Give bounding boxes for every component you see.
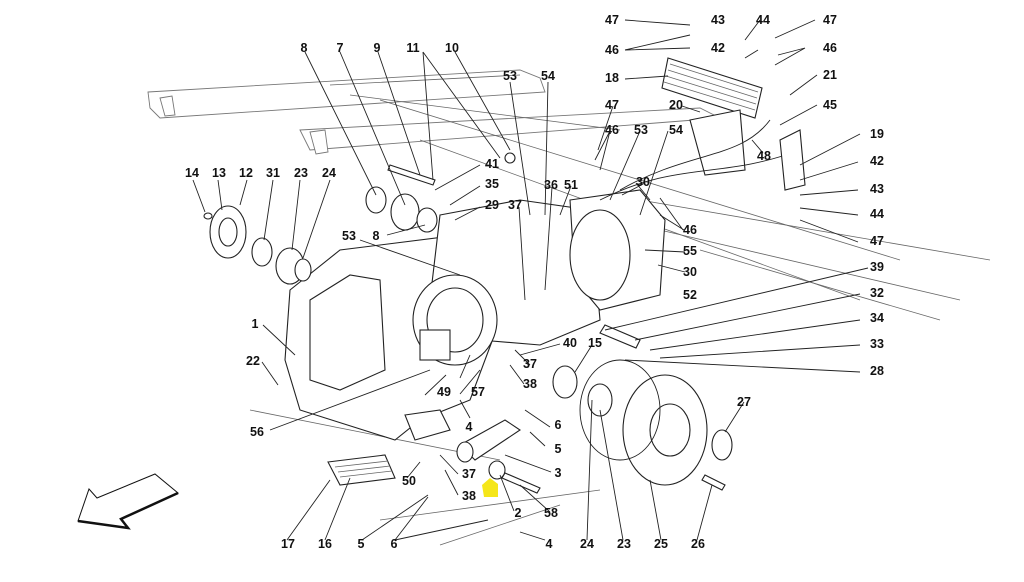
callout-4: 4 (466, 420, 473, 434)
callout-55: 55 (683, 244, 697, 258)
callout-31: 31 (266, 166, 280, 180)
rear-cover (552, 324, 733, 491)
callout-43: 43 (711, 13, 725, 27)
callout-35: 35 (485, 177, 499, 191)
callout-45: 45 (823, 98, 837, 112)
callout-47: 47 (605, 13, 619, 27)
callout-26: 26 (691, 537, 705, 551)
arrow-left-down-icon (77, 473, 179, 530)
highlight-marker[interactable] (482, 478, 498, 497)
callout-25: 25 (654, 537, 668, 551)
callout-1: 1 (252, 317, 259, 331)
callout-49: 49 (437, 385, 451, 399)
callout-46: 46 (823, 41, 837, 55)
callout-17: 17 (281, 537, 295, 551)
callout-50: 50 (402, 474, 416, 488)
callout-47: 47 (870, 234, 884, 248)
callout-46: 46 (605, 43, 619, 57)
callout-3: 3 (555, 466, 562, 480)
callout-18: 18 (605, 71, 619, 85)
callout-30: 30 (636, 175, 650, 189)
callout-39: 39 (870, 260, 884, 274)
input-seal-stack (203, 205, 312, 285)
oil-cooler (599, 57, 806, 201)
callout-8: 8 (373, 229, 380, 243)
gearbox-housing (284, 189, 666, 441)
callout-9: 9 (374, 41, 381, 55)
callout-13: 13 (212, 166, 226, 180)
callout-46: 46 (605, 123, 619, 137)
callout-19: 19 (870, 127, 884, 141)
callout-12: 12 (239, 166, 253, 180)
callout-33: 33 (870, 337, 884, 351)
callout-2: 2 (515, 506, 522, 520)
callout-47: 47 (605, 98, 619, 112)
callout-57: 57 (471, 385, 485, 399)
leader-lines (192, 19, 869, 541)
callout-42: 42 (870, 154, 884, 168)
callout-24: 24 (322, 166, 336, 180)
callout-58: 58 (544, 506, 558, 520)
callout-54: 54 (541, 69, 555, 83)
callout-42: 42 (711, 41, 725, 55)
callout-6: 6 (555, 418, 562, 432)
callout-15: 15 (588, 336, 602, 350)
callout-41: 41 (485, 157, 499, 171)
callout-34: 34 (870, 311, 884, 325)
callout-20: 20 (669, 98, 683, 112)
callout-21: 21 (823, 68, 837, 82)
callout-7: 7 (337, 41, 344, 55)
callout-37: 37 (462, 467, 476, 481)
callout-8: 8 (301, 41, 308, 55)
callout-36: 36 (544, 178, 558, 192)
callout-52: 52 (683, 288, 697, 302)
callout-37: 37 (523, 357, 537, 371)
callout-32: 32 (870, 286, 884, 300)
callout-14: 14 (185, 166, 199, 180)
callout-53: 53 (634, 123, 648, 137)
callout-53: 53 (342, 229, 356, 243)
callout-5: 5 (555, 442, 562, 456)
callout-30: 30 (683, 265, 697, 279)
callout-16: 16 (318, 537, 332, 551)
callout-38: 38 (523, 377, 537, 391)
callout-44: 44 (756, 13, 770, 27)
callout-27: 27 (737, 395, 751, 409)
callout-22: 22 (246, 354, 260, 368)
callout-5: 5 (358, 537, 365, 551)
callout-23: 23 (617, 537, 631, 551)
callout-46: 46 (683, 223, 697, 237)
callout-11: 11 (406, 41, 419, 55)
callout-23: 23 (294, 166, 308, 180)
callout-44: 44 (870, 207, 884, 221)
callout-48: 48 (757, 149, 771, 163)
callout-56: 56 (250, 425, 264, 439)
callout-40: 40 (563, 336, 577, 350)
callout-4: 4 (546, 537, 553, 551)
callout-47: 47 (823, 13, 837, 27)
callout-28: 28 (870, 364, 884, 378)
callout-38: 38 (462, 489, 476, 503)
callout-10: 10 (445, 41, 459, 55)
callout-37: 37 (508, 198, 522, 212)
callout-51: 51 (564, 178, 578, 192)
callout-24: 24 (580, 537, 594, 551)
callout-43: 43 (870, 182, 884, 196)
callout-6: 6 (391, 537, 398, 551)
callout-53: 53 (503, 69, 517, 83)
callout-54: 54 (669, 123, 683, 137)
callout-29: 29 (485, 198, 499, 212)
lower-mount (327, 409, 541, 494)
